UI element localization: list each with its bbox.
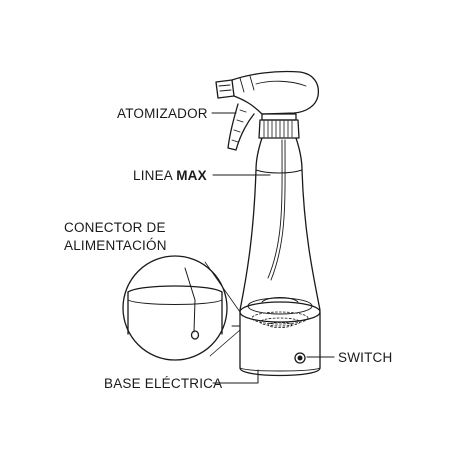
atomizer-label: ATOMIZADOR [117, 106, 208, 121]
cap [258, 113, 300, 139]
connector-label-line2: ALIMENTACIÓN [64, 238, 167, 253]
switch-label: SWITCH [338, 350, 393, 365]
connector-label-line1: CONECTOR DE [64, 220, 166, 235]
max-line-label: LINEA MAX [133, 168, 207, 184]
max-line-bold: MAX [176, 168, 207, 183]
spray-head [215, 70, 320, 151]
base [231, 311, 321, 377]
base-label: BASE ELÉCTRICA [104, 376, 223, 391]
max-line-prefix: LINEA [133, 168, 177, 183]
leader-lines [184, 112, 335, 384]
bottle [239, 137, 321, 328]
connector-magnifier [122, 255, 241, 361]
